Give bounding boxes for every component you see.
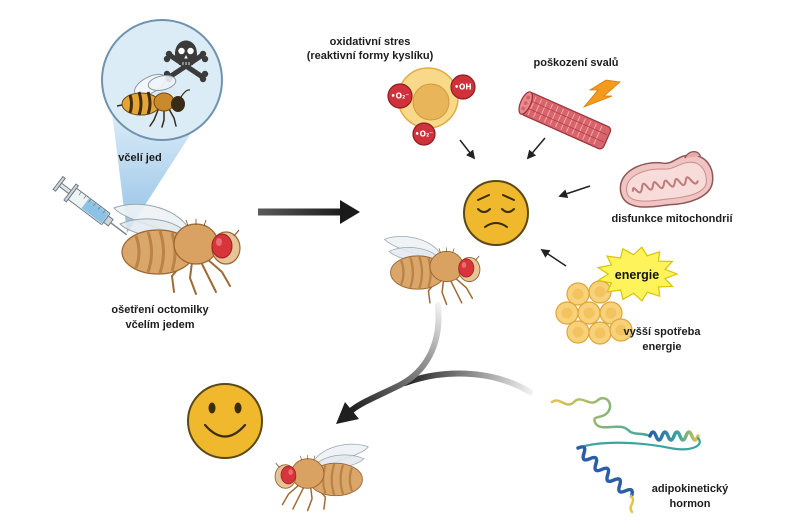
bee-venom-label: včelí jed: [118, 152, 161, 164]
main-arrow: [258, 200, 360, 224]
recovery-arrow-from-hormone: [402, 370, 533, 395]
energy-consumption-label-line2: energie: [642, 341, 681, 353]
ros-superoxide-1: •O₂⁻: [387, 83, 413, 109]
protein-structure-icon: [550, 396, 701, 514]
ros-label: •OH: [454, 83, 471, 92]
arrow-oxidative-stress: [459, 139, 476, 160]
protein-helix-top: [648, 430, 700, 442]
mitochondrion-icon: [619, 151, 714, 208]
fruit-fly-icon: [383, 235, 482, 306]
syringe-icon: [52, 175, 128, 236]
ros-hydroxyl: •OH: [450, 74, 476, 100]
ros-superoxide-2: •O₂⁻: [412, 122, 436, 146]
oxidative-stress-label-line1: oxidativní stres: [330, 36, 411, 48]
arrow-mitochondria: [558, 185, 591, 198]
treatment-label-line2: včelím jedem: [125, 319, 194, 331]
hormone-label-line2: hormon: [670, 498, 711, 510]
smiley-face-icon: [187, 383, 263, 459]
energy-burst-icon: energie: [596, 246, 679, 302]
fruit-fly-icon: [112, 202, 242, 296]
protein-coil: [550, 396, 652, 438]
treatment-label-line1: ošetření octomilky: [111, 304, 209, 316]
protein-helix-diagonal: [576, 445, 635, 498]
mitochondrial-dysfunction-label: disfunkce mitochondrií: [611, 213, 733, 225]
bee-icon: [116, 73, 191, 128]
muscle-fiber-icon: [518, 91, 612, 150]
energy-burst-label: energie: [615, 268, 660, 282]
hormone-label-line1: adipokinetický: [652, 483, 729, 495]
ros-label: •O₂⁻: [415, 130, 433, 139]
energy-consumption-label-line1: vyšší spotřeba: [623, 326, 701, 338]
arrow-muscle-damage: [526, 137, 546, 160]
lightning-icon: [582, 79, 621, 108]
recovery-arrow-head: [336, 402, 359, 424]
fruit-fly-icon: [273, 443, 370, 512]
recovery-arrow-main: [349, 302, 442, 413]
protein-tail: [629, 494, 635, 514]
venom-cone: [112, 112, 192, 233]
arrow-energy: [540, 249, 567, 267]
sad-face-icon: [463, 180, 529, 246]
oxidative-stress-label-line2: (reaktivní formy kyslíku): [307, 50, 434, 62]
fat-cells-icon: [555, 280, 633, 345]
energy-burst-shape: [596, 246, 679, 302]
ros-label: •O₂⁻: [391, 92, 409, 101]
protein-loop: [576, 436, 701, 451]
recovered-fly: [273, 443, 370, 512]
muscle-damage-label: poškození svalů: [534, 57, 619, 69]
